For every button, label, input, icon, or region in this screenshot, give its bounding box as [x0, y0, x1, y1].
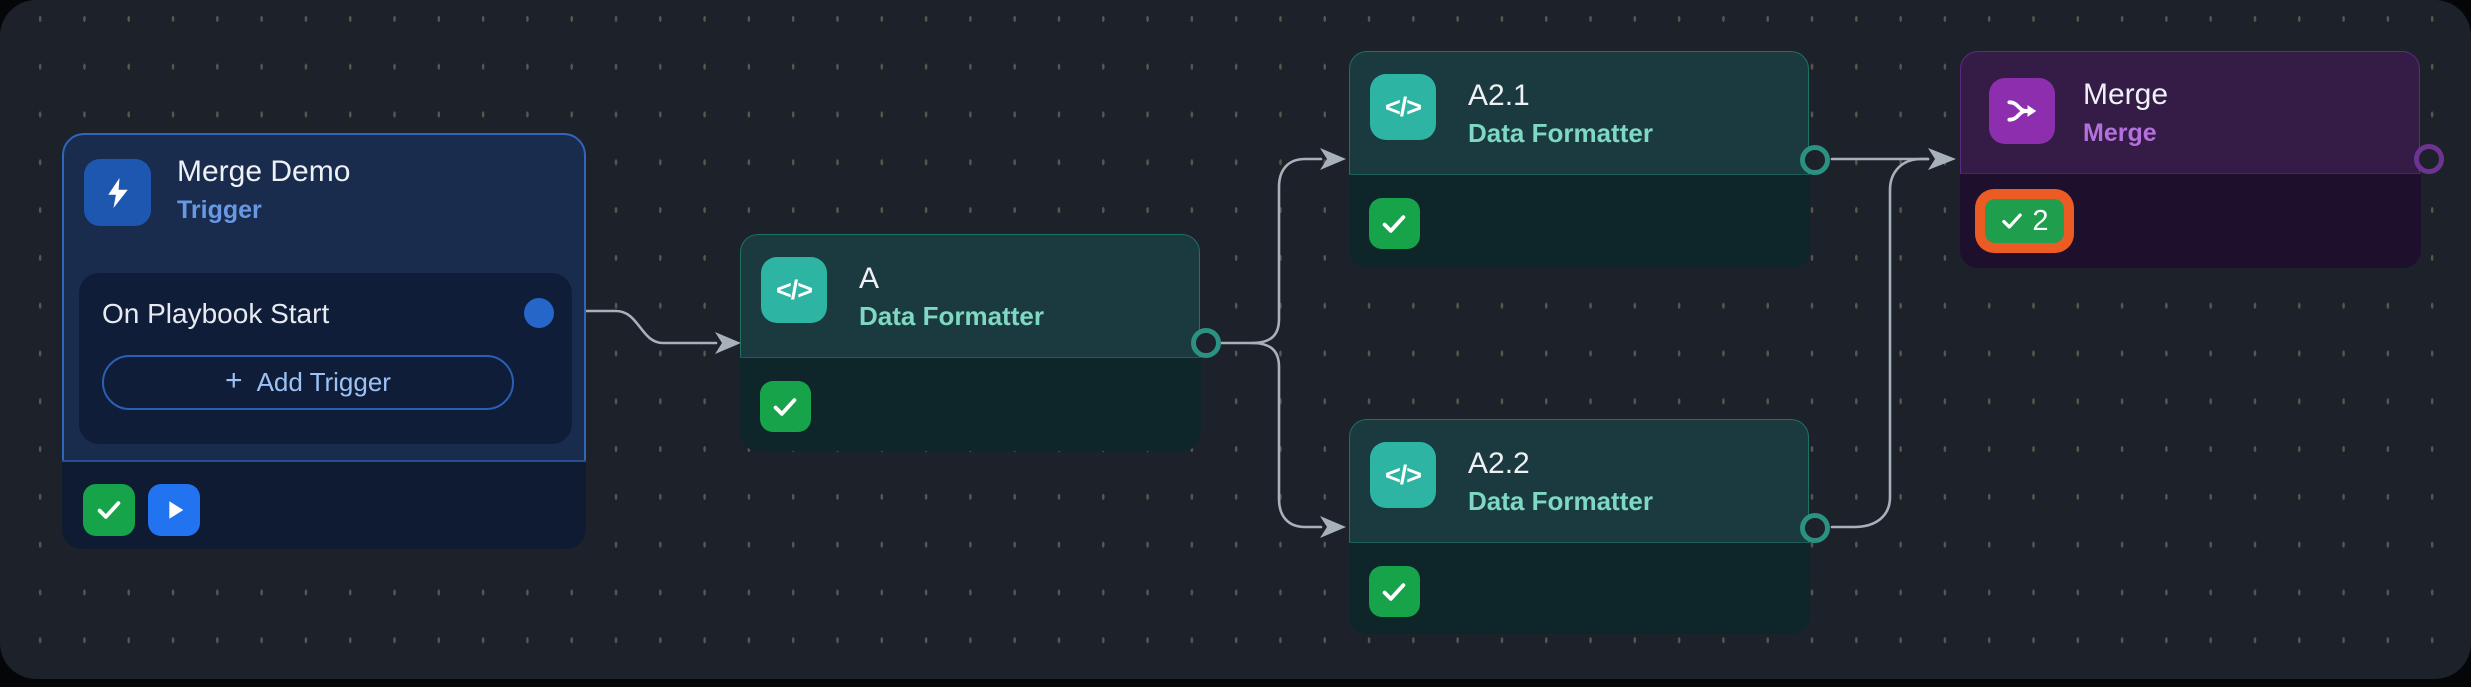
lightning-icon — [84, 159, 151, 226]
merge-node[interactable]: Merge Merge 2 — [1959, 51, 2444, 268]
merge-node-footer: 2 — [1959, 173, 2421, 268]
node-subtitle: Data Formatter — [1468, 486, 1653, 516]
merge-icon — [1989, 78, 2055, 144]
success-status-button[interactable] — [1368, 198, 1420, 249]
arrowhead-a22-input — [1320, 516, 1346, 538]
output-port[interactable] — [1800, 145, 1830, 175]
arrowhead-merge-input — [1928, 148, 1956, 170]
code-icon: </> — [1370, 442, 1436, 508]
add-trigger-label: Add Trigger — [256, 367, 391, 397]
output-port[interactable] — [1800, 513, 1830, 543]
step-node-a22[interactable]: </> A2.2 Data Formatter — [1348, 419, 1830, 634]
step-node-footer — [1348, 174, 1810, 268]
edge-a-to-a22 — [1250, 341, 1323, 529]
check-icon — [773, 397, 797, 416]
run-button[interactable] — [148, 484, 200, 536]
trigger-event-panel[interactable]: On Playbook Start + Add Trigger — [79, 273, 572, 444]
node-title: A2.2 — [1468, 447, 1530, 480]
success-status-button[interactable] — [759, 381, 811, 432]
play-icon — [169, 501, 184, 519]
node-title: A2.1 — [1468, 79, 1530, 112]
plus-icon: + — [225, 364, 243, 397]
step-node-footer — [739, 357, 1201, 451]
node-subtitle: Data Formatter — [1468, 118, 1653, 148]
arrowhead-a21-input — [1320, 148, 1346, 170]
edge-a22-to-merge — [1830, 157, 1930, 529]
output-port[interactable] — [1191, 328, 1221, 358]
node-title: Merge — [2083, 78, 2169, 111]
arrowhead-a-input — [715, 332, 741, 354]
step-node-a21[interactable]: </> A2.1 Data Formatter — [1348, 51, 1830, 268]
code-icon: </> — [761, 257, 827, 323]
trigger-node[interactable]: Merge Demo Trigger On Playbook Start + A… — [62, 133, 586, 549]
check-icon — [1382, 582, 1406, 601]
node-subtitle: Merge — [2083, 119, 2157, 147]
trigger-event-label: On Playbook Start — [102, 298, 330, 329]
node-subtitle: Data Formatter — [859, 301, 1044, 331]
trigger-node-footer — [62, 460, 586, 549]
success-status-button[interactable] — [83, 484, 135, 536]
result-count: 2 — [2032, 204, 2049, 237]
output-port[interactable] — [2414, 144, 2444, 174]
node-subtitle: Trigger — [177, 196, 262, 224]
result-count-badge[interactable]: 2 — [1974, 189, 2074, 253]
success-status-button[interactable] — [1368, 566, 1420, 617]
step-node-a[interactable]: </> A Data Formatter — [739, 234, 1221, 451]
check-icon — [97, 501, 121, 519]
trigger-output-port[interactable] — [524, 298, 554, 328]
step-node-footer — [1348, 542, 1810, 634]
add-trigger-button[interactable]: + Add Trigger — [102, 355, 514, 410]
node-title: Merge Demo — [177, 155, 351, 188]
code-icon: </> — [1370, 74, 1436, 140]
check-icon — [1382, 214, 1406, 233]
edge-a-to-a21 — [1218, 157, 1323, 345]
check-icon — [2002, 213, 2023, 229]
node-title: A — [859, 262, 880, 295]
